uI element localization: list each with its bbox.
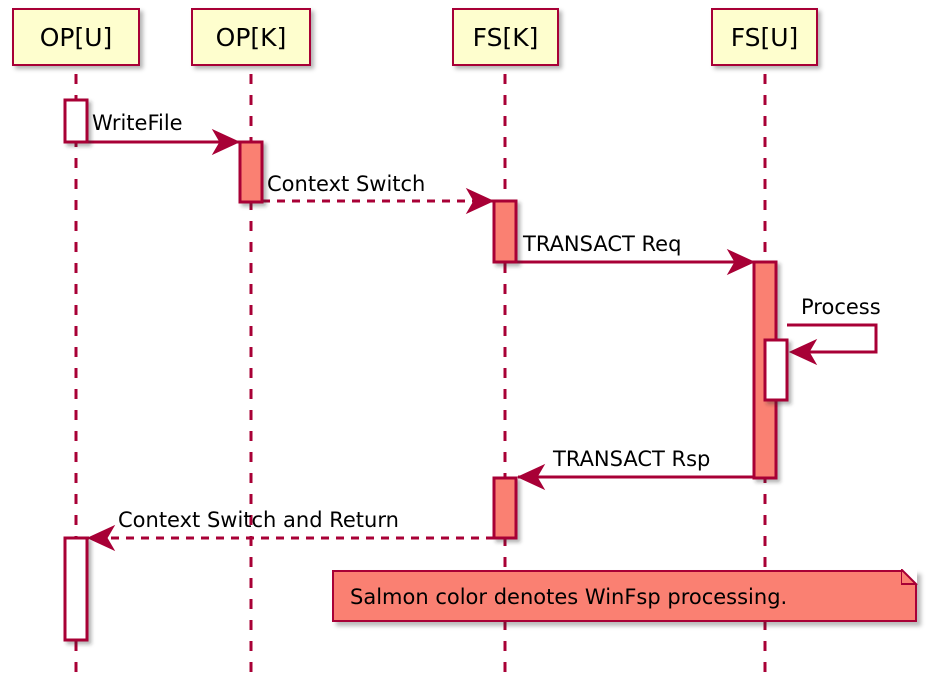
activation-bar-act-op-u-2 — [63, 536, 89, 642]
arrowhead-msg-writefile — [211, 128, 241, 156]
participant-label-fs-k: FS[K] — [472, 22, 539, 52]
arrowhead-msg-context-switch-return — [86, 524, 116, 552]
note-folded-corner-icon — [901, 569, 918, 586]
activation-bar-act-fs-u-2 — [763, 338, 789, 402]
activations-group — [63, 98, 789, 642]
activation-bar-act-fs-k-2 — [492, 476, 518, 540]
note-text: Salmon color denotes WinFsp processing. — [350, 585, 788, 609]
message-label-msg-transact-rsp: TRANSACT Rsp — [553, 447, 711, 471]
participant-box-op-u[interactable]: OP[U] — [12, 8, 140, 66]
activation-bar-act-fs-k-1 — [492, 199, 518, 264]
arrowhead-msg-transact-rsp — [516, 463, 546, 491]
activation-bar-act-op-k-1 — [238, 140, 264, 204]
message-arrow-msg-writefile[interactable] — [87, 128, 241, 156]
participant-label-op-u: OP[U] — [39, 22, 113, 52]
message-label-msg-writefile: WriteFile — [92, 111, 183, 135]
message-label-msg-transact-req: TRANSACT Req — [523, 232, 682, 256]
participant-label-fs-u: FS[U] — [730, 22, 799, 52]
arrowhead-msg-transact-req — [726, 248, 756, 276]
arrows-group — [86, 128, 878, 552]
activation-bar-act-op-u-1 — [63, 98, 89, 144]
note-box — [332, 570, 917, 622]
participant-label-op-k: OP[K] — [215, 22, 287, 52]
message-label-msg-context-switch-return: Context Switch and Return — [118, 508, 399, 532]
arrowhead-msg-context-switch — [465, 187, 495, 215]
participant-box-op-k[interactable]: OP[K] — [191, 8, 311, 66]
message-arrow-msg-transact-rsp[interactable] — [516, 463, 755, 491]
participant-box-fs-u[interactable]: FS[U] — [711, 8, 818, 66]
message-label-msg-context-switch: Context Switch — [267, 172, 426, 196]
message-arrow-msg-context-switch-return[interactable] — [86, 524, 494, 552]
message-arrow-msg-context-switch[interactable] — [262, 187, 495, 215]
message-arrow-msg-process[interactable] — [787, 323, 878, 366]
message-label-msg-process: Process — [801, 295, 881, 319]
participant-box-fs-k[interactable]: FS[K] — [452, 8, 559, 66]
arrowhead-msg-process — [788, 338, 818, 366]
message-arrow-msg-transact-req[interactable] — [516, 248, 756, 276]
